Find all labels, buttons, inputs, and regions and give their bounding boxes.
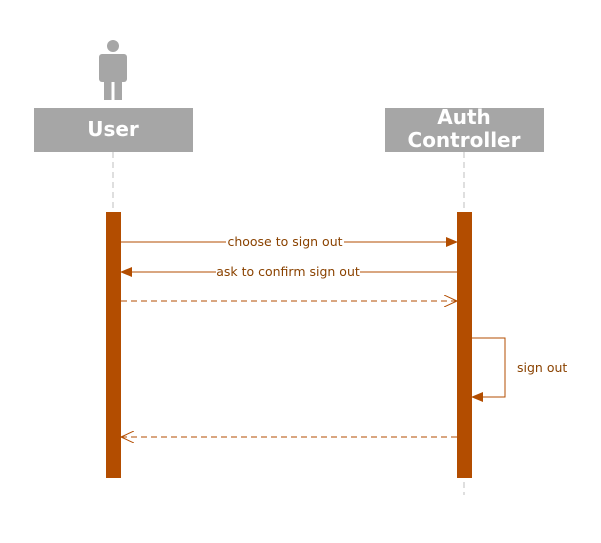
message-1-label: choose to sign out [227,234,342,249]
participant-user[interactable]: User [34,108,193,152]
participant-user-box [34,108,193,152]
participant-auth-controller[interactable]: Auth Controller [385,105,544,152]
participant-auth-label-line2: Controller [408,128,521,152]
message-2-label: ask to confirm sign out [216,264,360,279]
user-activation-bar [106,212,121,478]
message-2-label-bg [216,263,360,280]
message-ask-to-confirm-sign-out: ask to confirm sign out [120,263,457,280]
participant-auth-box [385,108,544,152]
message-sign-out-self: sign out [471,337,567,402]
message-choose-to-sign-out: choose to sign out [121,233,458,250]
message-4-self-arrow [471,337,506,402]
participant-auth-label-line1: Auth [437,105,491,129]
message-4-label: sign out [517,360,567,375]
auth-activation-bar [457,212,472,478]
participant-user-label: User [87,117,139,141]
message-1-label-bg [226,233,344,250]
person-icon [99,40,127,100]
